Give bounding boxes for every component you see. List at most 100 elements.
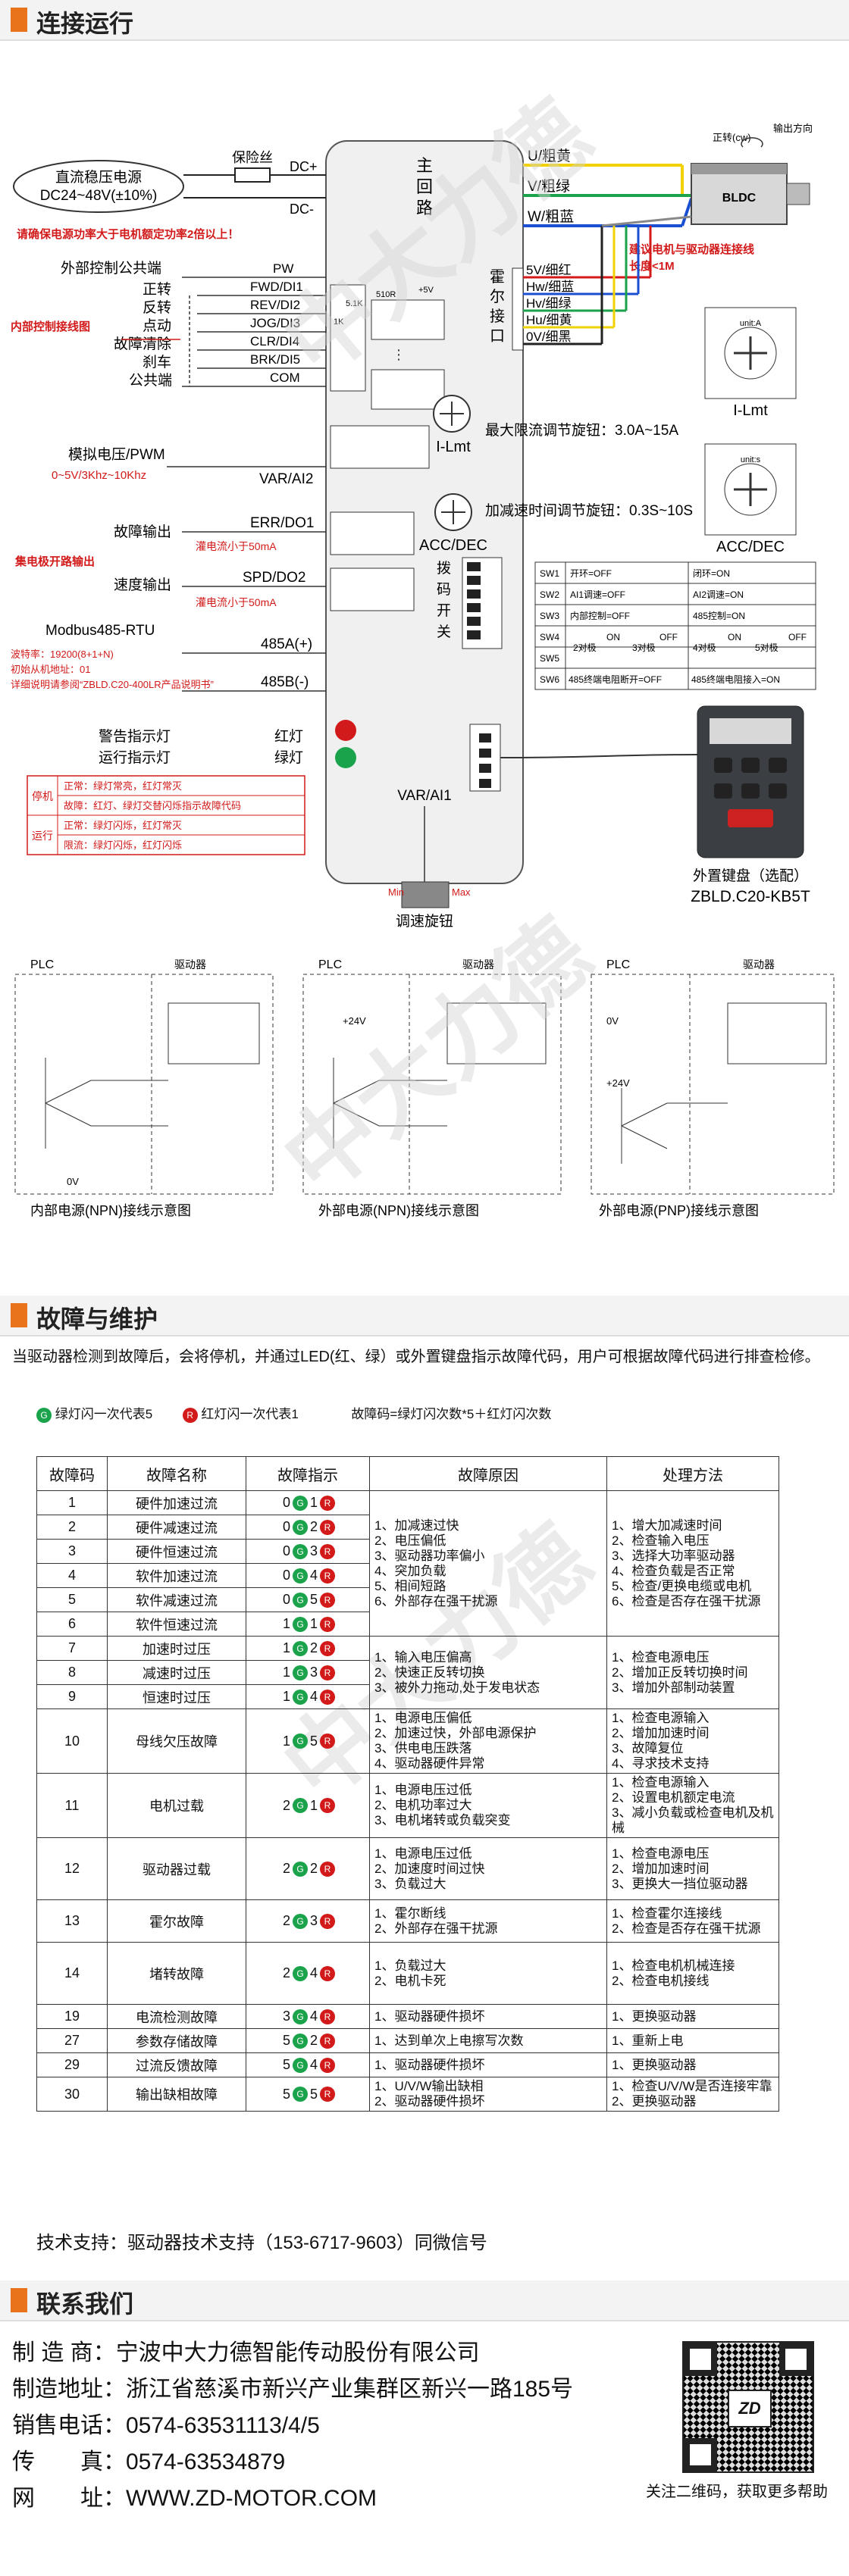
fault-fix: 1、更换驱动器 (606, 2004, 779, 2029)
fault-out-label: 故障输出 (114, 524, 171, 540)
dip-sw1-on: 闭环=ON (693, 568, 730, 579)
fault-cause: 1、输入电压偏高 2、快速正反转切换 3、被外力拖动,处于发电状态 (369, 1636, 607, 1709)
fault-current: 灌电流小于50mA (196, 540, 277, 552)
green-led-icon: G (293, 1798, 308, 1814)
green-count: 0 (282, 1495, 290, 1511)
fault-code: 4 (36, 1563, 108, 1588)
dip-sw1-off: 开环=OFF (570, 568, 612, 579)
schematic-1: PLC 驱动器 0V 内部电源(NPN)接线示意图 (14, 958, 274, 1218)
main-circuit-2: 回 (416, 177, 433, 196)
fault-name: 驱动器过载 (107, 1837, 246, 1900)
contact-row-web[interactable]: 网 址：WWW.ZD-MOTOR.COM (12, 2479, 377, 2512)
green-led-icon (335, 747, 356, 768)
red-led-icon: R (320, 1640, 335, 1656)
red-led-icon: R (320, 1592, 335, 1608)
green-count: 1 (282, 1616, 290, 1632)
header-fix: 处理方法 (606, 1456, 779, 1491)
header-cause: 故障原因 (369, 1456, 607, 1491)
hall-label-2: 尔 (490, 288, 505, 305)
speed-current: 灌电流小于50mA (196, 596, 277, 608)
fault-fix: 1、检查U/V/W是否连接牢靠 2、更换驱动器 (606, 2077, 779, 2112)
dip-label-3: 开 (437, 603, 451, 619)
tech-support: 技术支持：驱动器技术支持（153-6717-9603）同微信号 (36, 2233, 487, 2253)
fault-legend: G 绿灯闪一次代表5 R 红灯闪一次代表1 故障码=绿灯闪次数*5＋红灯闪次数 (36, 1403, 794, 1423)
section-header-fault: 故障与维护 (0, 1296, 849, 1336)
schem3-plc: PLC (606, 958, 630, 971)
input-label-rev: 反转 (143, 299, 171, 316)
fault-code: 9 (36, 1684, 108, 1709)
green-count: 5 (282, 2057, 290, 2073)
fault-fix: 1、检查电源输入 2、设置电机额定电流 3、减小负载或检查电机及机械 (606, 1773, 779, 1838)
pin-brk: BRK/DI5 (250, 352, 300, 367)
fault-name: 霍尔故障 (107, 1899, 246, 1943)
power-warning: 请确保电源功率大于电机额定功率2倍以上！ (17, 227, 239, 241)
dip-sw2-on: AI2调速=ON (693, 589, 744, 600)
header-code: 故障码 (36, 1456, 108, 1491)
hall-wire-0v: 0V/细黑 (526, 330, 572, 344)
modbus-label: Modbus485-RTU (45, 623, 155, 639)
fault-intro: 当驱动器检测到故障后，会将停机，并通过LED(红、绿）或外置键盘指示故障代码，用… (12, 1349, 820, 1365)
schem1-driver: 驱动器 (174, 958, 206, 971)
pin-clr: CLR/DI4 (250, 334, 299, 349)
svg-text:+24V: +24V (343, 1015, 366, 1027)
fault-fix: 1、检查电源电压 2、增加正反转切换时间 3、增加外部制动装置 (606, 1636, 779, 1709)
power-source (13, 160, 184, 213)
red-count: 4 (309, 1689, 318, 1705)
green-led-icon: G (293, 2033, 308, 2049)
fault-code: 30 (36, 2077, 108, 2112)
pin-jog: JOG/DI3 (250, 316, 300, 330)
analog-label: 模拟电压/PWM (68, 446, 165, 463)
fault-name: 电流检测故障 (107, 2004, 246, 2029)
fault-code: 29 (36, 2052, 108, 2077)
dip-sw4-off-a: OFF (659, 632, 678, 642)
fault-code: 14 (36, 1942, 108, 2005)
red-count: 2 (309, 1640, 318, 1656)
main-circuit-3: 路 (416, 199, 433, 217)
red-led-icon: R (320, 2033, 335, 2049)
pin-fwd: FWD/DI1 (250, 280, 303, 294)
red-count: 3 (309, 1543, 318, 1559)
qr-code-icon[interactable]: ZD (682, 2341, 814, 2473)
contact-label: 销售电话： (12, 2413, 126, 2438)
hall-label-3: 接 (490, 308, 505, 325)
pin-485b: 485B(-) (261, 674, 309, 690)
schem1-caption: 内部电源(NPN)接线示意图 (30, 1203, 191, 1218)
pin-pw: PW (273, 261, 293, 276)
red-led-icon: R (320, 1689, 335, 1705)
fault-name: 堵转故障 (107, 1942, 246, 2005)
fault-cause: 1、驱动器硬件损坏 (369, 2052, 607, 2077)
schem3-caption: 外部电源(PNP)接线示意图 (599, 1203, 759, 1218)
fault-code: 8 (36, 1660, 108, 1685)
speed-out-label: 速度输出 (114, 577, 171, 593)
open-collector-note: 集电极开路输出 (14, 555, 95, 568)
schem2-caption: 外部电源(NPN)接线示意图 (318, 1203, 479, 1218)
green-count: 5 (282, 2033, 290, 2049)
fault-name: 电机过载 (107, 1773, 246, 1838)
pin-485a: 485A(+) (261, 636, 312, 652)
green-led-icon: G (293, 1665, 308, 1680)
dip-sw4-on-a: ON (606, 632, 620, 642)
hall-wire-hw: Hw/细蓝 (526, 280, 574, 294)
dip-sw6-off: 485终端电阻断开=OFF (569, 674, 662, 685)
red-count: 5 (309, 2086, 318, 2102)
header-name: 故障名称 (107, 1456, 246, 1491)
power-label-2: DC24~48V(±10%) (40, 188, 158, 204)
contact-row-phone: 销售电话：0574-63531113/4/5 (12, 2406, 320, 2440)
red-led-icon: R (320, 2057, 335, 2073)
contact-label: 制 造 商： (12, 2340, 116, 2365)
fault-code: 12 (36, 1837, 108, 1900)
red-led-icon: R (320, 1861, 335, 1877)
motor-direction: 正转(cw) (713, 132, 751, 143)
dip-table: SW1 开环=OFF 闭环=ON SW2 AI1调速=OFF AI2调速=ON … (534, 561, 816, 690)
